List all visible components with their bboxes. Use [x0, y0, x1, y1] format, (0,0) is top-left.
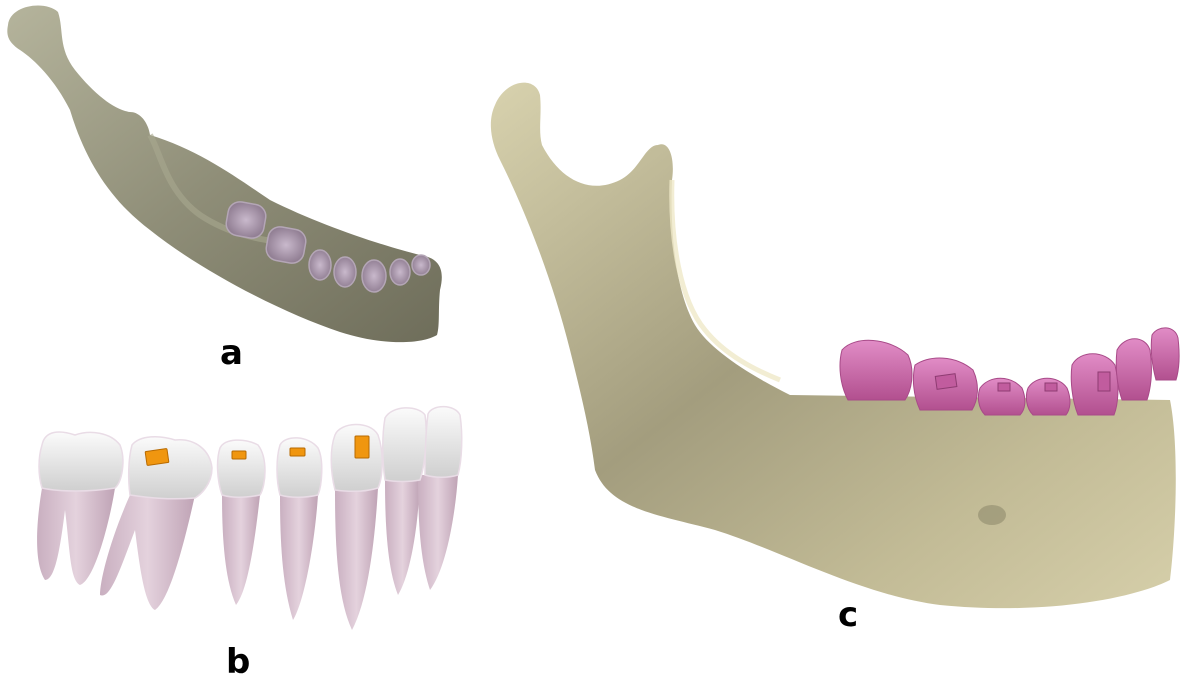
panel-label-a: a — [220, 333, 243, 373]
crowns — [38, 405, 463, 500]
roots — [37, 475, 458, 630]
panel-b: b — [0, 400, 470, 679]
panel-label-c: c — [838, 595, 859, 635]
brackets — [144, 435, 370, 466]
panel-c: c — [480, 70, 1181, 675]
panel-a: a — [0, 0, 460, 380]
crowns-c — [839, 327, 1180, 416]
tooth-sockets — [225, 201, 431, 293]
mandible-with-sockets-image — [7, 5, 442, 343]
panel-label-b: b — [226, 642, 251, 682]
teeth-with-brackets-image — [37, 405, 463, 630]
mandible-with-teeth-image — [490, 82, 1180, 609]
brackets-c — [934, 371, 1111, 392]
